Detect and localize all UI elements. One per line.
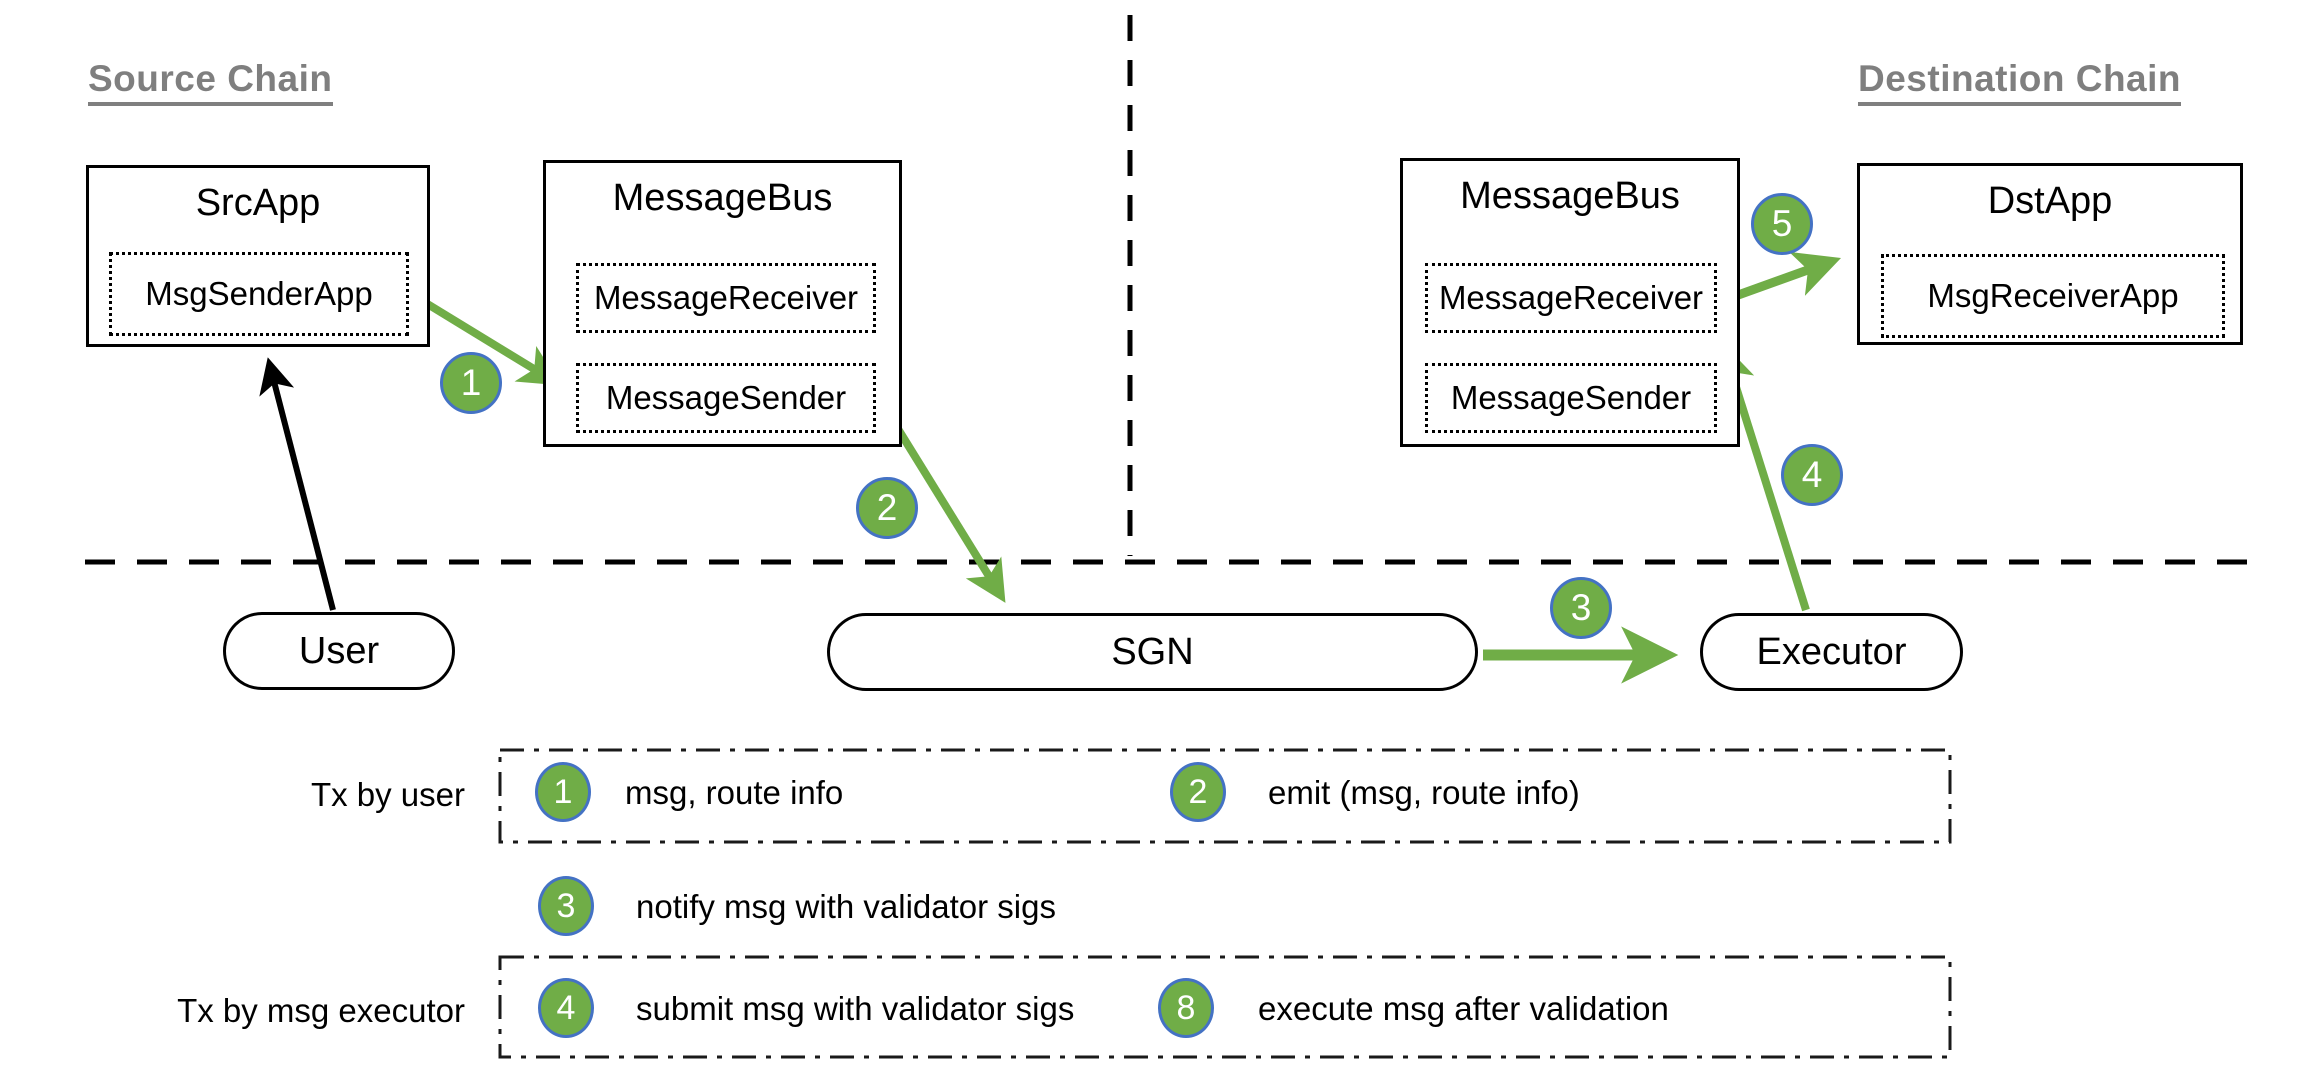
messagesender-source-box: MessageSender — [576, 363, 876, 433]
messagereceiver-source-box: MessageReceiver — [576, 263, 876, 333]
messagereceiver-destination-box: MessageReceiver — [1425, 263, 1717, 333]
step-badge-2: 2 — [856, 477, 918, 539]
srcapp-box: SrcApp MsgSenderApp — [86, 165, 430, 347]
legend-item-4: submit msg with validator sigs — [636, 990, 1075, 1027]
legend-label-tx-by-executor: Tx by msg executor — [177, 992, 465, 1029]
srcapp-title: SrcApp — [195, 182, 321, 224]
step-badge-5: 5 — [1751, 193, 1813, 255]
legend-item-2: emit (msg, route info) — [1268, 774, 1580, 811]
user-node: User — [223, 612, 455, 690]
legend-box-tx-by-executor — [498, 955, 1952, 1059]
step-badge-1: 1 — [440, 352, 502, 414]
legend-badge-3: 3 — [538, 876, 594, 936]
legend-item-1: msg, route info — [625, 774, 844, 811]
messagebus-destination-title: MessageBus — [1460, 175, 1680, 217]
dstapp-box: DstApp MsgReceiverApp — [1857, 163, 2243, 345]
step-badge-3: 3 — [1550, 577, 1612, 639]
arrow-user-to-srcapp — [259, 357, 336, 611]
legend-item-3: notify msg with validator sigs — [636, 888, 1056, 925]
legend-item-8: execute msg after validation — [1258, 990, 1669, 1027]
legend-badge-8: 8 — [1158, 978, 1214, 1038]
destination-chain-heading: Destination Chain — [1858, 58, 2182, 106]
source-chain-heading: Source Chain — [88, 58, 333, 106]
legend-badge-4: 4 — [538, 978, 594, 1038]
step-badge-4: 4 — [1781, 444, 1843, 506]
messagesender-destination-box: MessageSender — [1425, 363, 1717, 433]
arrow-step1-msgsenderapp-to-messagesender — [413, 293, 561, 386]
msgreceiverapp-box: MsgReceiverApp — [1881, 254, 2225, 338]
legend-label-tx-by-user: Tx by user — [310, 776, 465, 813]
legend-badge-1: 1 — [535, 762, 591, 822]
messagebus-source-title: MessageBus — [612, 177, 833, 219]
legend-box-tx-by-user — [498, 748, 1952, 844]
legend-badge-2: 2 — [1170, 762, 1226, 822]
executor-node: Executor — [1700, 613, 1963, 691]
msgsenderapp-box: MsgSenderApp — [109, 252, 409, 336]
messagebus-source-box: MessageBus MessageReceiver MessageSender — [543, 160, 902, 447]
sgn-node: SGN — [827, 613, 1478, 691]
dstapp-title: DstApp — [1987, 180, 2113, 222]
messagebus-destination-box: MessageBus MessageReceiver MessageSender — [1400, 158, 1740, 447]
